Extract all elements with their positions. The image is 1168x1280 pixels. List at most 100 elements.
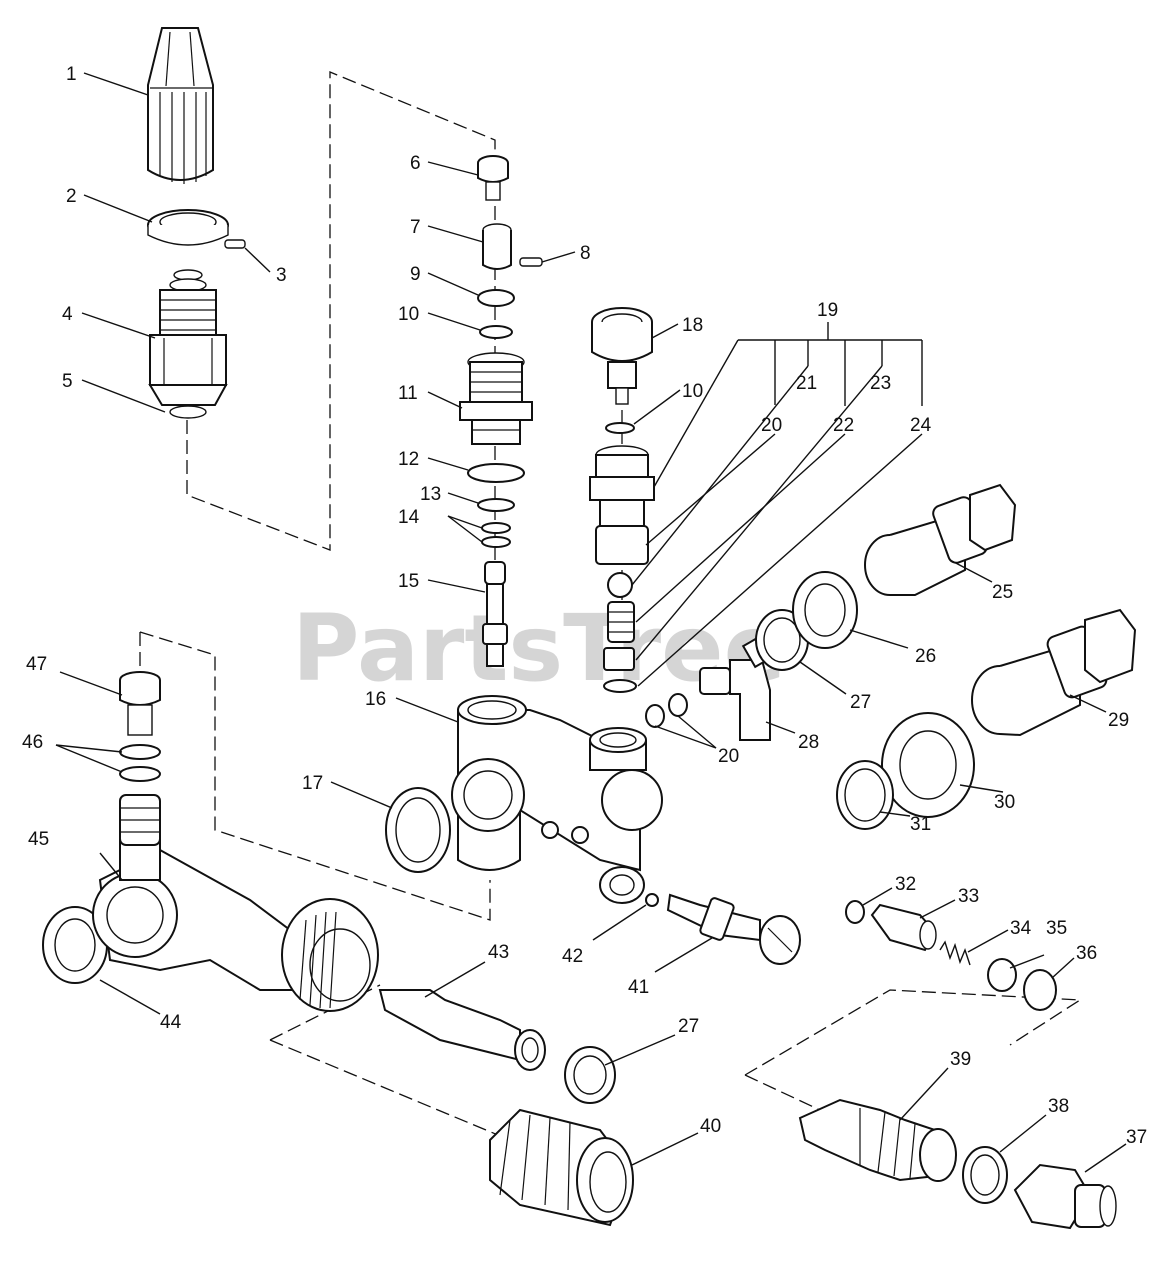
part-16-valve-body xyxy=(451,695,663,904)
callout-26: 26 xyxy=(915,646,936,667)
part-14-oring-b xyxy=(481,536,511,548)
part-7-collar xyxy=(482,223,512,270)
part-38-oring xyxy=(962,1146,1008,1204)
part-9-washer xyxy=(477,289,515,307)
part-36-oring xyxy=(1023,969,1057,1011)
part-29-inlet-fitting xyxy=(971,608,1137,737)
callout-32: 32 xyxy=(895,874,916,895)
callout-10-left: 10 xyxy=(398,304,419,325)
callout-41: 41 xyxy=(628,977,649,998)
part-45-manifold xyxy=(92,839,379,1012)
part-30-gasket xyxy=(881,712,975,818)
part-13-oring xyxy=(477,498,515,512)
part-44-gasket xyxy=(42,906,108,984)
part-5-spring xyxy=(148,384,228,419)
callout-2: 2 xyxy=(66,186,77,207)
callout-27-upper: 27 xyxy=(850,692,871,713)
part-20-washer-a xyxy=(645,704,665,728)
leader-lines xyxy=(55,72,1127,1173)
callout-42: 42 xyxy=(562,946,583,967)
part-17-gasket xyxy=(385,787,451,873)
callout-38: 38 xyxy=(1048,1096,1069,1117)
callout-30: 30 xyxy=(994,792,1015,813)
part-39-quick-connect xyxy=(798,1098,957,1182)
callout-35: 35 xyxy=(1046,918,1067,939)
callout-22: 22 xyxy=(833,415,854,436)
part-20-washer-b xyxy=(668,693,688,717)
callout-37: 37 xyxy=(1126,1127,1147,1148)
part-10-oring xyxy=(479,325,513,339)
callout-16: 16 xyxy=(365,689,386,710)
part-31-oring xyxy=(836,760,894,830)
part-14-oring-a xyxy=(481,522,511,534)
callout-labels: 1 2 3 4 5 6 7 8 9 10 10 11 12 13 14 15 1… xyxy=(22,64,1147,1148)
part-3-pin xyxy=(224,239,246,249)
callout-20-bottom: 20 xyxy=(718,746,739,767)
callout-28: 28 xyxy=(798,732,819,753)
part-26-gasket xyxy=(792,571,858,649)
callout-9: 9 xyxy=(410,264,421,285)
callout-15: 15 xyxy=(398,571,419,592)
part-11-threaded-fitting xyxy=(459,352,533,445)
part-43-tube xyxy=(378,989,546,1071)
part-27-oring-lower xyxy=(564,1046,616,1104)
callout-46: 46 xyxy=(22,732,43,753)
part-25-outlet-fitting xyxy=(864,483,1017,596)
callout-33: 33 xyxy=(958,886,979,907)
part-10-oring-right xyxy=(605,422,635,434)
part-19-unloader-assembly xyxy=(589,445,655,693)
part-40-coupler-nut xyxy=(489,1108,634,1227)
callout-23: 23 xyxy=(870,373,891,394)
part-12-gasket xyxy=(467,463,525,483)
callout-17: 17 xyxy=(302,773,323,794)
part-46-oring-a xyxy=(119,744,161,760)
callout-24: 24 xyxy=(910,415,932,436)
part-37-adapter xyxy=(1013,1163,1117,1230)
callout-31: 31 xyxy=(910,814,931,835)
callout-13: 13 xyxy=(420,484,441,505)
callout-3: 3 xyxy=(276,265,287,286)
callout-19: 19 xyxy=(817,300,838,321)
part-34-spring xyxy=(939,940,971,966)
part-18-cap xyxy=(591,307,653,405)
part-8-pin xyxy=(519,257,543,267)
callout-44: 44 xyxy=(160,1012,182,1033)
callout-5: 5 xyxy=(62,371,73,392)
part-15-piston xyxy=(482,561,508,667)
callout-27-lower: 27 xyxy=(678,1016,699,1037)
callout-25: 25 xyxy=(992,582,1013,603)
part-42-oring xyxy=(645,893,659,907)
part-46-oring-b xyxy=(119,766,161,782)
callout-7: 7 xyxy=(410,217,421,238)
part-6-cap xyxy=(477,155,509,201)
callout-39: 39 xyxy=(950,1049,971,1070)
callout-34: 34 xyxy=(1010,918,1032,939)
part-1-nozzle-knob xyxy=(147,27,214,184)
callout-14: 14 xyxy=(398,507,420,528)
callout-1: 1 xyxy=(66,64,77,85)
callout-43: 43 xyxy=(488,942,509,963)
callout-18: 18 xyxy=(682,315,703,336)
part-35-oring xyxy=(987,958,1017,992)
callout-4: 4 xyxy=(62,304,73,325)
part-33-check-valve xyxy=(870,903,937,952)
part-45-inlet-stem xyxy=(119,794,161,846)
callout-47: 47 xyxy=(26,654,47,675)
part-41-bypass-screw xyxy=(666,893,801,965)
callout-12: 12 xyxy=(398,449,419,470)
callout-10-right: 10 xyxy=(682,381,703,402)
callout-8: 8 xyxy=(580,243,591,264)
callout-40: 40 xyxy=(700,1116,721,1137)
part-32-oring xyxy=(845,900,865,924)
callout-36: 36 xyxy=(1076,943,1097,964)
callout-29: 29 xyxy=(1108,710,1129,731)
part-2-ring xyxy=(147,209,229,246)
callout-11: 11 xyxy=(398,383,418,404)
part-47-cap xyxy=(119,671,161,736)
callout-6: 6 xyxy=(410,153,421,174)
part-4-adjuster-body xyxy=(149,269,227,386)
callout-21: 21 xyxy=(796,373,817,394)
callout-45: 45 xyxy=(28,829,49,850)
callout-20-top: 20 xyxy=(761,415,782,436)
